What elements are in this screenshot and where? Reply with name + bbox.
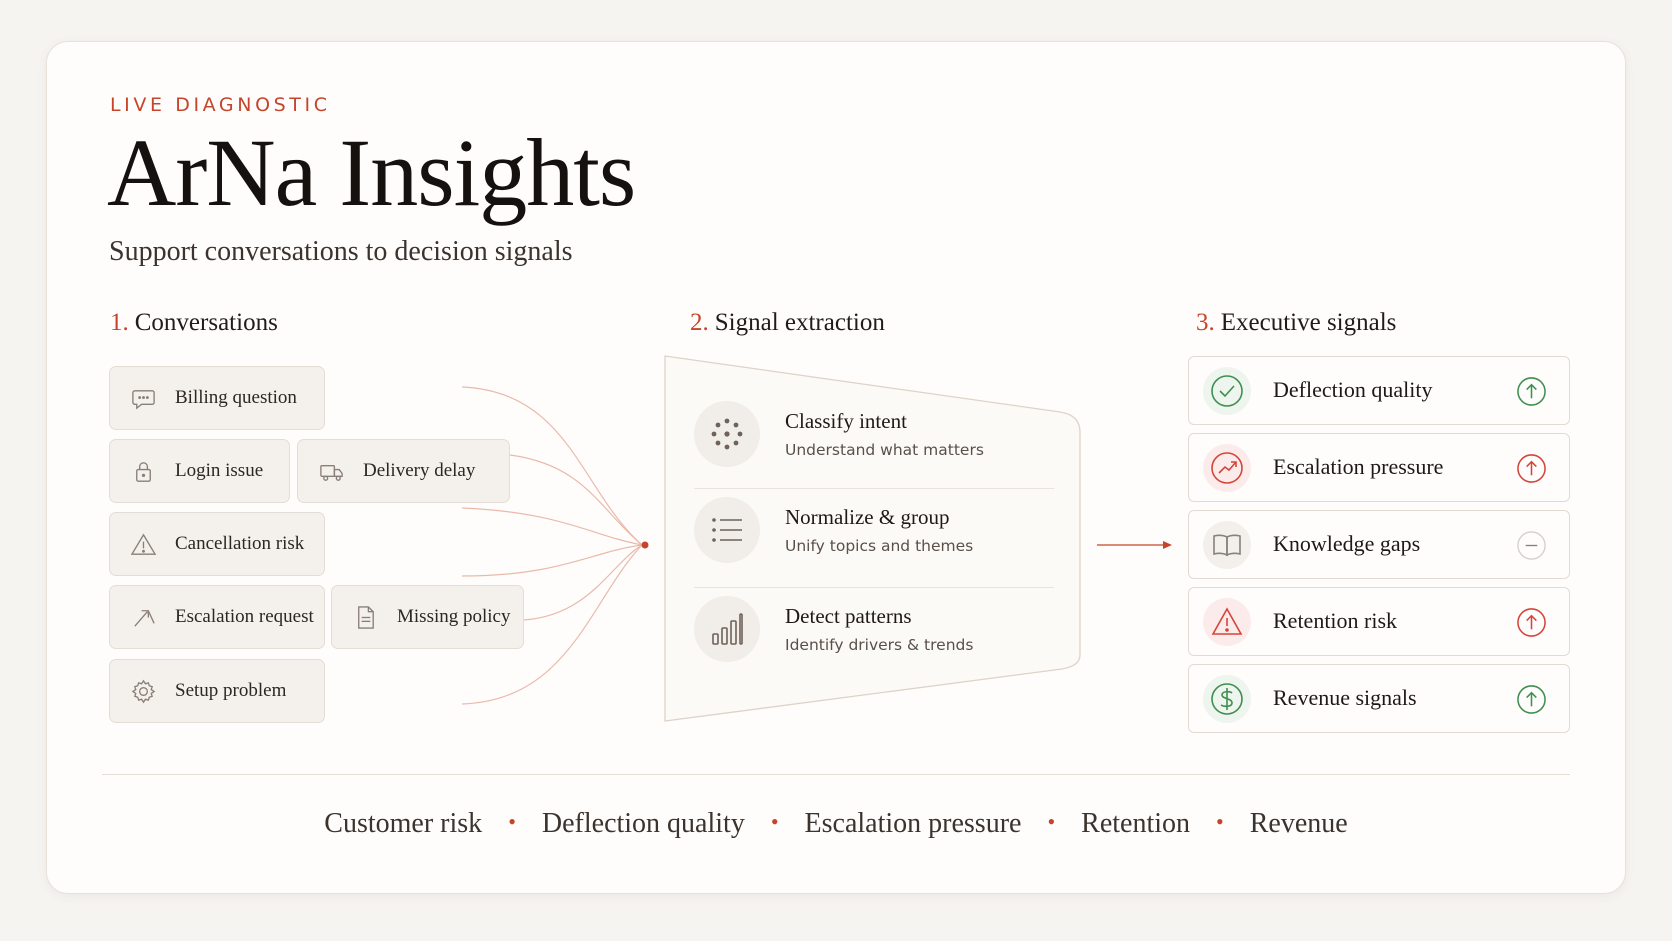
bar-chart-icon [694,596,760,662]
step-detect-patterns: Detect patterns Identify drivers & trend… [694,588,1064,678]
signal-card-knowledge-gaps[interactable]: Knowledge gaps [1188,510,1570,579]
signal-label: Revenue signals [1273,685,1417,710]
step-title: Classify intent [785,409,907,433]
signal-label: Knowledge gaps [1273,531,1421,556]
chip-label: Cancellation risk [175,533,305,554]
page-subtitle: Support conversations to decision signal… [109,236,573,267]
eyebrow-label: LIVE DIAGNOSTIC [110,94,331,116]
neutral-minus-icon [1517,531,1546,560]
footer-separator: • [1216,809,1224,834]
section-label: Executive signals [1220,309,1397,336]
step-title: Normalize & group [785,505,950,529]
check-circle-icon [1203,367,1251,415]
trend-up-arrow-icon [1517,454,1546,483]
section-heading-conversations: 1.Conversations [110,309,278,337]
dollar-icon [1203,675,1251,723]
step-divider [694,587,1054,588]
section-number: 1. [110,309,129,336]
chip-label: Setup problem [175,680,287,701]
page-title: ArNa Insights [107,119,636,226]
conversation-chip-escalation[interactable]: Escalation request [109,585,325,649]
footer-divider [102,774,1570,775]
section-heading-signal-extraction: 2.Signal extraction [690,309,885,337]
section-number: 3. [1196,309,1215,336]
truck-icon [320,464,343,481]
conversation-chip-delivery[interactable]: Delivery delay [297,439,510,503]
document-icon [358,605,374,629]
section-heading-executive-signals: 3.Executive signals [1196,309,1396,337]
conversation-chip-login[interactable]: Login issue [109,439,290,503]
dots-cluster-icon [694,401,760,467]
signal-card-escalation-pressure[interactable]: Escalation pressure [1188,433,1570,502]
signal-label: Escalation pressure [1273,454,1444,479]
step-classify-intent: Classify intent Understand what matters [694,393,1064,483]
trend-up-arrow-icon [1517,377,1546,406]
section-label: Signal extraction [714,309,885,336]
footer-item: Revenue [1249,808,1348,839]
section-label: Conversations [134,309,278,336]
section-number: 2. [690,309,709,336]
trend-up-arrow-icon [1517,608,1546,637]
step-divider [694,488,1054,489]
gear-icon [131,679,156,703]
conversation-chip-billing[interactable]: Billing question [109,366,325,430]
footer-separator: • [770,809,779,834]
signal-label: Deflection quality [1273,377,1433,402]
footer-separator: • [1047,809,1056,834]
footer-item: Escalation pressure [804,808,1022,839]
trend-up-icon [1203,444,1251,492]
step-description: Understand what matters [785,441,984,459]
footer-item: Retention [1081,808,1191,839]
footer-item: Customer risk [324,808,483,839]
chip-label: Escalation request [175,606,314,627]
signal-card-revenue-signals[interactable]: Revenue signals [1188,664,1570,733]
conversation-chip-missing-policy[interactable]: Missing policy [331,585,524,649]
chip-label: Missing policy [397,606,511,627]
warning-icon [1203,598,1251,646]
footer-item: Deflection quality [541,808,745,839]
step-description: Identify drivers & trends [785,636,974,654]
signal-card-retention-risk[interactable]: Retention risk [1188,587,1570,656]
signal-card-deflection-quality[interactable]: Deflection quality [1188,356,1570,425]
step-normalize-group: Normalize & group Unify topics and theme… [694,489,1064,579]
book-icon [1203,521,1251,569]
conversation-chip-cancellation[interactable]: Cancellation risk [109,512,325,576]
footer-summary: Customer risk • Deflection quality • Escalat… [0,808,1672,840]
chip-label: Login issue [175,460,264,481]
chip-label: Billing question [175,387,297,408]
conversation-chip-setup[interactable]: Setup problem [109,659,325,723]
warning-icon [130,533,157,555]
list-icon [694,497,760,563]
chip-label: Delivery delay [363,460,476,481]
arrow-up-right-icon [134,609,155,627]
chat-bubble-icon [132,389,155,410]
signal-label: Retention risk [1273,608,1398,633]
lock-icon [136,461,151,482]
step-description: Unify topics and themes [785,537,974,555]
footer-separator: • [508,809,516,834]
trend-up-arrow-icon [1517,685,1546,714]
step-title: Detect patterns [785,604,912,628]
